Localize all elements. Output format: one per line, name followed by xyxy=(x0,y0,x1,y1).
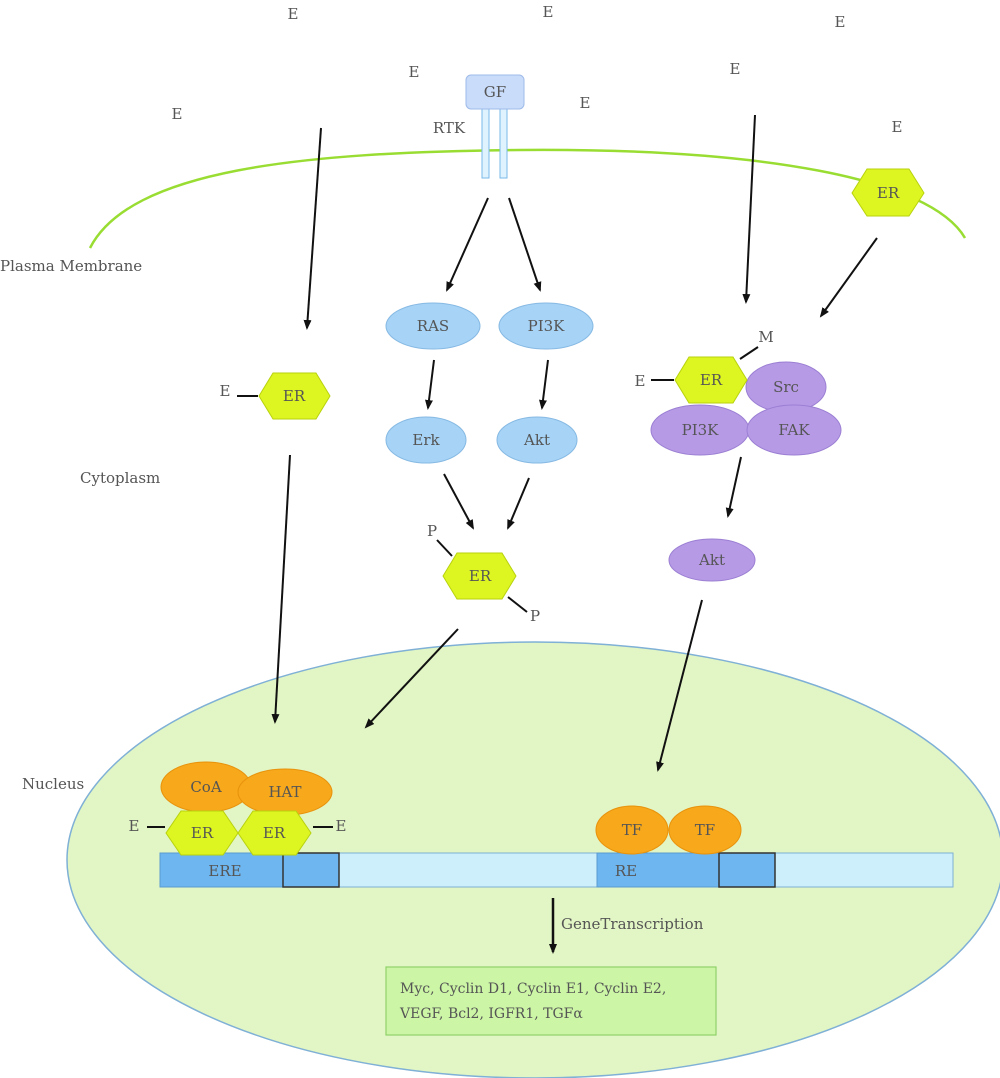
coa-label: CoA xyxy=(190,778,222,796)
pi3k-complex-label: PI3K xyxy=(682,421,720,439)
cytoplasmic-er-label: ER xyxy=(283,387,306,405)
arrow-e-to-complex xyxy=(742,114,756,304)
membrane-er-label: ER xyxy=(877,184,900,202)
estrogen-label: E xyxy=(409,63,420,81)
estrogen-ere-right-label: E xyxy=(336,817,347,835)
arrow-membrane-er-to-complex xyxy=(819,237,878,318)
complex-er-hexagon xyxy=(674,356,748,404)
plasma-membrane-curve xyxy=(88,148,967,249)
akt-purple-label: Akt xyxy=(698,551,725,569)
ras-node xyxy=(385,302,481,350)
arrow-erk-to-er xyxy=(443,473,474,530)
cytoplasm-label: Cytoplasm xyxy=(80,469,160,487)
estrogen-label: E xyxy=(835,13,846,31)
arrow-e-to-er xyxy=(303,127,322,330)
estrogen-bound-label: E xyxy=(220,382,231,400)
arrow-akt-to-nucleus xyxy=(656,599,703,772)
akt-purple-node xyxy=(668,538,756,582)
nuclear-er-left-label: ER xyxy=(191,824,214,842)
estrogen-label: E xyxy=(172,105,183,123)
estrogen-ere-left-label: E xyxy=(129,817,140,835)
estrogen-complex-label: E xyxy=(635,372,646,390)
cytoplasmic-er-hexagon xyxy=(258,372,331,420)
ere-adjacent-block xyxy=(282,852,340,888)
fak-label: FAK xyxy=(778,421,810,439)
ras-label: RAS xyxy=(417,317,449,335)
nucleus-label: Nucleus xyxy=(22,775,84,793)
arrow-ras-to-erk xyxy=(425,359,435,410)
phospho-er-label: ER xyxy=(469,567,492,585)
arrow-akt-to-er xyxy=(507,477,530,530)
estrogen-label: E xyxy=(288,5,299,23)
arrow-pi3k-to-akt xyxy=(539,359,549,410)
fak-node xyxy=(746,404,842,456)
phospho-label-top: P xyxy=(427,522,437,540)
re-segment xyxy=(596,852,720,888)
membrane-er-hexagon xyxy=(851,168,925,217)
plasma-membrane-label: Plasma Membrane xyxy=(0,257,142,275)
target-genes-line-2: VEGF, Bcl2, IGFR1, TGFα xyxy=(399,1006,583,1022)
nuclear-er-right-label: ER xyxy=(263,824,286,842)
ere-label: ERE xyxy=(208,862,241,880)
erk-node xyxy=(385,416,467,464)
estrogen-label: E xyxy=(892,118,903,136)
m-bond xyxy=(739,346,759,360)
tf-label-left: TF xyxy=(622,821,642,839)
phospho-er-hexagon xyxy=(442,552,517,600)
arrow-pher-to-nucleus xyxy=(364,628,459,729)
rtk-receptor-right-strand xyxy=(499,107,508,179)
arrow-rtk-to-ras xyxy=(446,197,489,292)
tf-node-right xyxy=(668,805,742,855)
erk-label: Erk xyxy=(412,431,440,449)
growth-factor-box xyxy=(465,74,525,110)
gf-label: GF xyxy=(484,83,506,101)
phospho-label-bottom: P xyxy=(530,607,540,625)
arrow-complex-to-akt xyxy=(725,456,742,518)
tf-node-left xyxy=(595,805,669,855)
target-genes-line-1: Myc, Cyclin D1, Cyclin E1, Cyclin E2, xyxy=(400,981,666,997)
re-adjacent-block xyxy=(718,852,776,888)
tf-label-right: TF xyxy=(695,821,715,839)
arrow-rtk-to-pi3k xyxy=(508,197,542,292)
estrogen-label: E xyxy=(580,94,591,112)
estrogen-label: E xyxy=(543,3,554,21)
phospho-bond-bottom xyxy=(507,596,528,613)
m-label: M xyxy=(758,328,773,346)
gene-transcription-label: GeneTranscription xyxy=(561,915,704,933)
ere-segment xyxy=(159,852,284,888)
nuclear-er-right-hexagon xyxy=(237,810,312,856)
complex-er-label: ER xyxy=(700,371,723,389)
pi3k-node xyxy=(498,302,594,350)
rtk-label: RTK xyxy=(433,119,466,137)
phospho-bond-top xyxy=(436,539,453,557)
src-label: Src xyxy=(773,378,799,396)
estrogen-label: E xyxy=(730,60,741,78)
rtk-receptor-left-strand xyxy=(481,107,490,179)
re-label: RE xyxy=(615,862,637,880)
akt-node xyxy=(496,416,578,464)
akt-label: Akt xyxy=(523,431,550,449)
target-genes-box xyxy=(385,966,717,1036)
arrow-er-to-nucleus xyxy=(271,454,291,724)
hat-label: HAT xyxy=(268,783,301,801)
pi3k-label: PI3K xyxy=(528,317,566,335)
